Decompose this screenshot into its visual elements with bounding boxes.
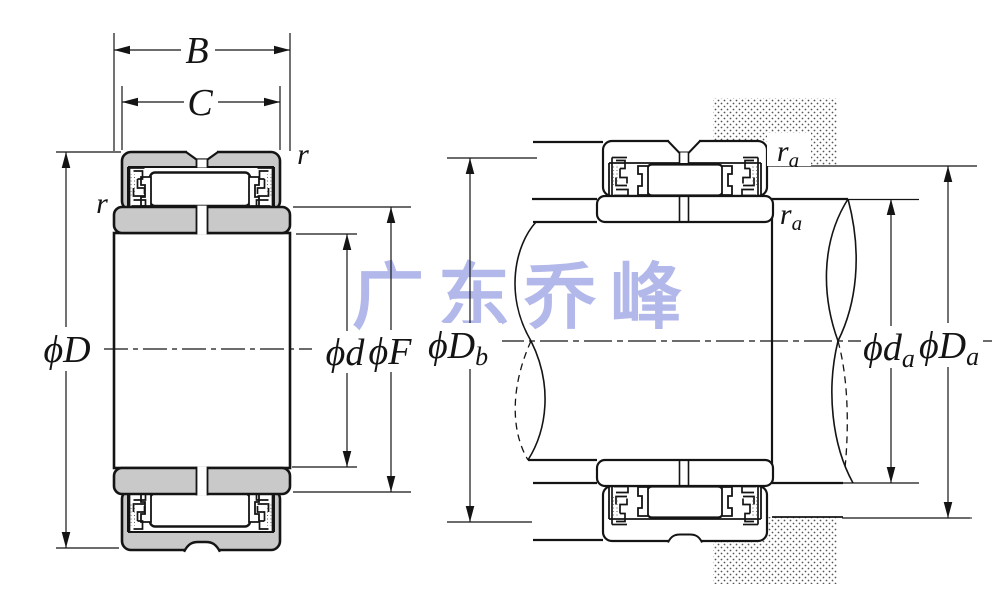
dim-label-phid: ϕd bbox=[326, 332, 366, 374]
label-knockouts bbox=[38, 30, 983, 373]
dim-label-phiDb: ϕDb bbox=[428, 325, 488, 371]
housing-hatch-bottom bbox=[713, 540, 837, 584]
roller bbox=[645, 485, 725, 519]
roller bbox=[148, 171, 252, 208]
dim-label-phiF: ϕF bbox=[369, 331, 413, 373]
dim-label-ra-shaft: ra bbox=[780, 198, 802, 235]
shaft-break-right bbox=[825, 198, 857, 484]
dim-label-phida: ϕda bbox=[863, 327, 915, 373]
roller bbox=[645, 163, 725, 197]
inner-ring-body bbox=[112, 231, 292, 470]
dim-label-C: C bbox=[187, 82, 213, 124]
right-bearing-bottom bbox=[595, 458, 775, 543]
left-bearing-top bbox=[112, 149, 292, 235]
shaft-break-left bbox=[514, 221, 546, 461]
watermark-text: 广东乔峰 bbox=[352, 255, 696, 339]
dim-label-B: B bbox=[185, 30, 208, 72]
shaft-outline bbox=[528, 197, 848, 485]
dim-label-phiD: ϕD bbox=[43, 329, 90, 371]
arrowheads bbox=[61, 45, 953, 548]
right-bearing-top bbox=[595, 138, 775, 224]
left-section-view bbox=[56, 33, 411, 553]
housing-hatch-bottom-shoulder bbox=[767, 517, 837, 540]
left-bearing-bottom bbox=[112, 466, 292, 553]
dim-label-phiDa: ϕDa bbox=[919, 325, 979, 371]
dim-label-r-left: r bbox=[96, 187, 108, 220]
roller bbox=[148, 492, 252, 528]
dim-label-ra-housing: ra bbox=[777, 135, 799, 172]
dim-label-r-right: r bbox=[297, 138, 309, 171]
